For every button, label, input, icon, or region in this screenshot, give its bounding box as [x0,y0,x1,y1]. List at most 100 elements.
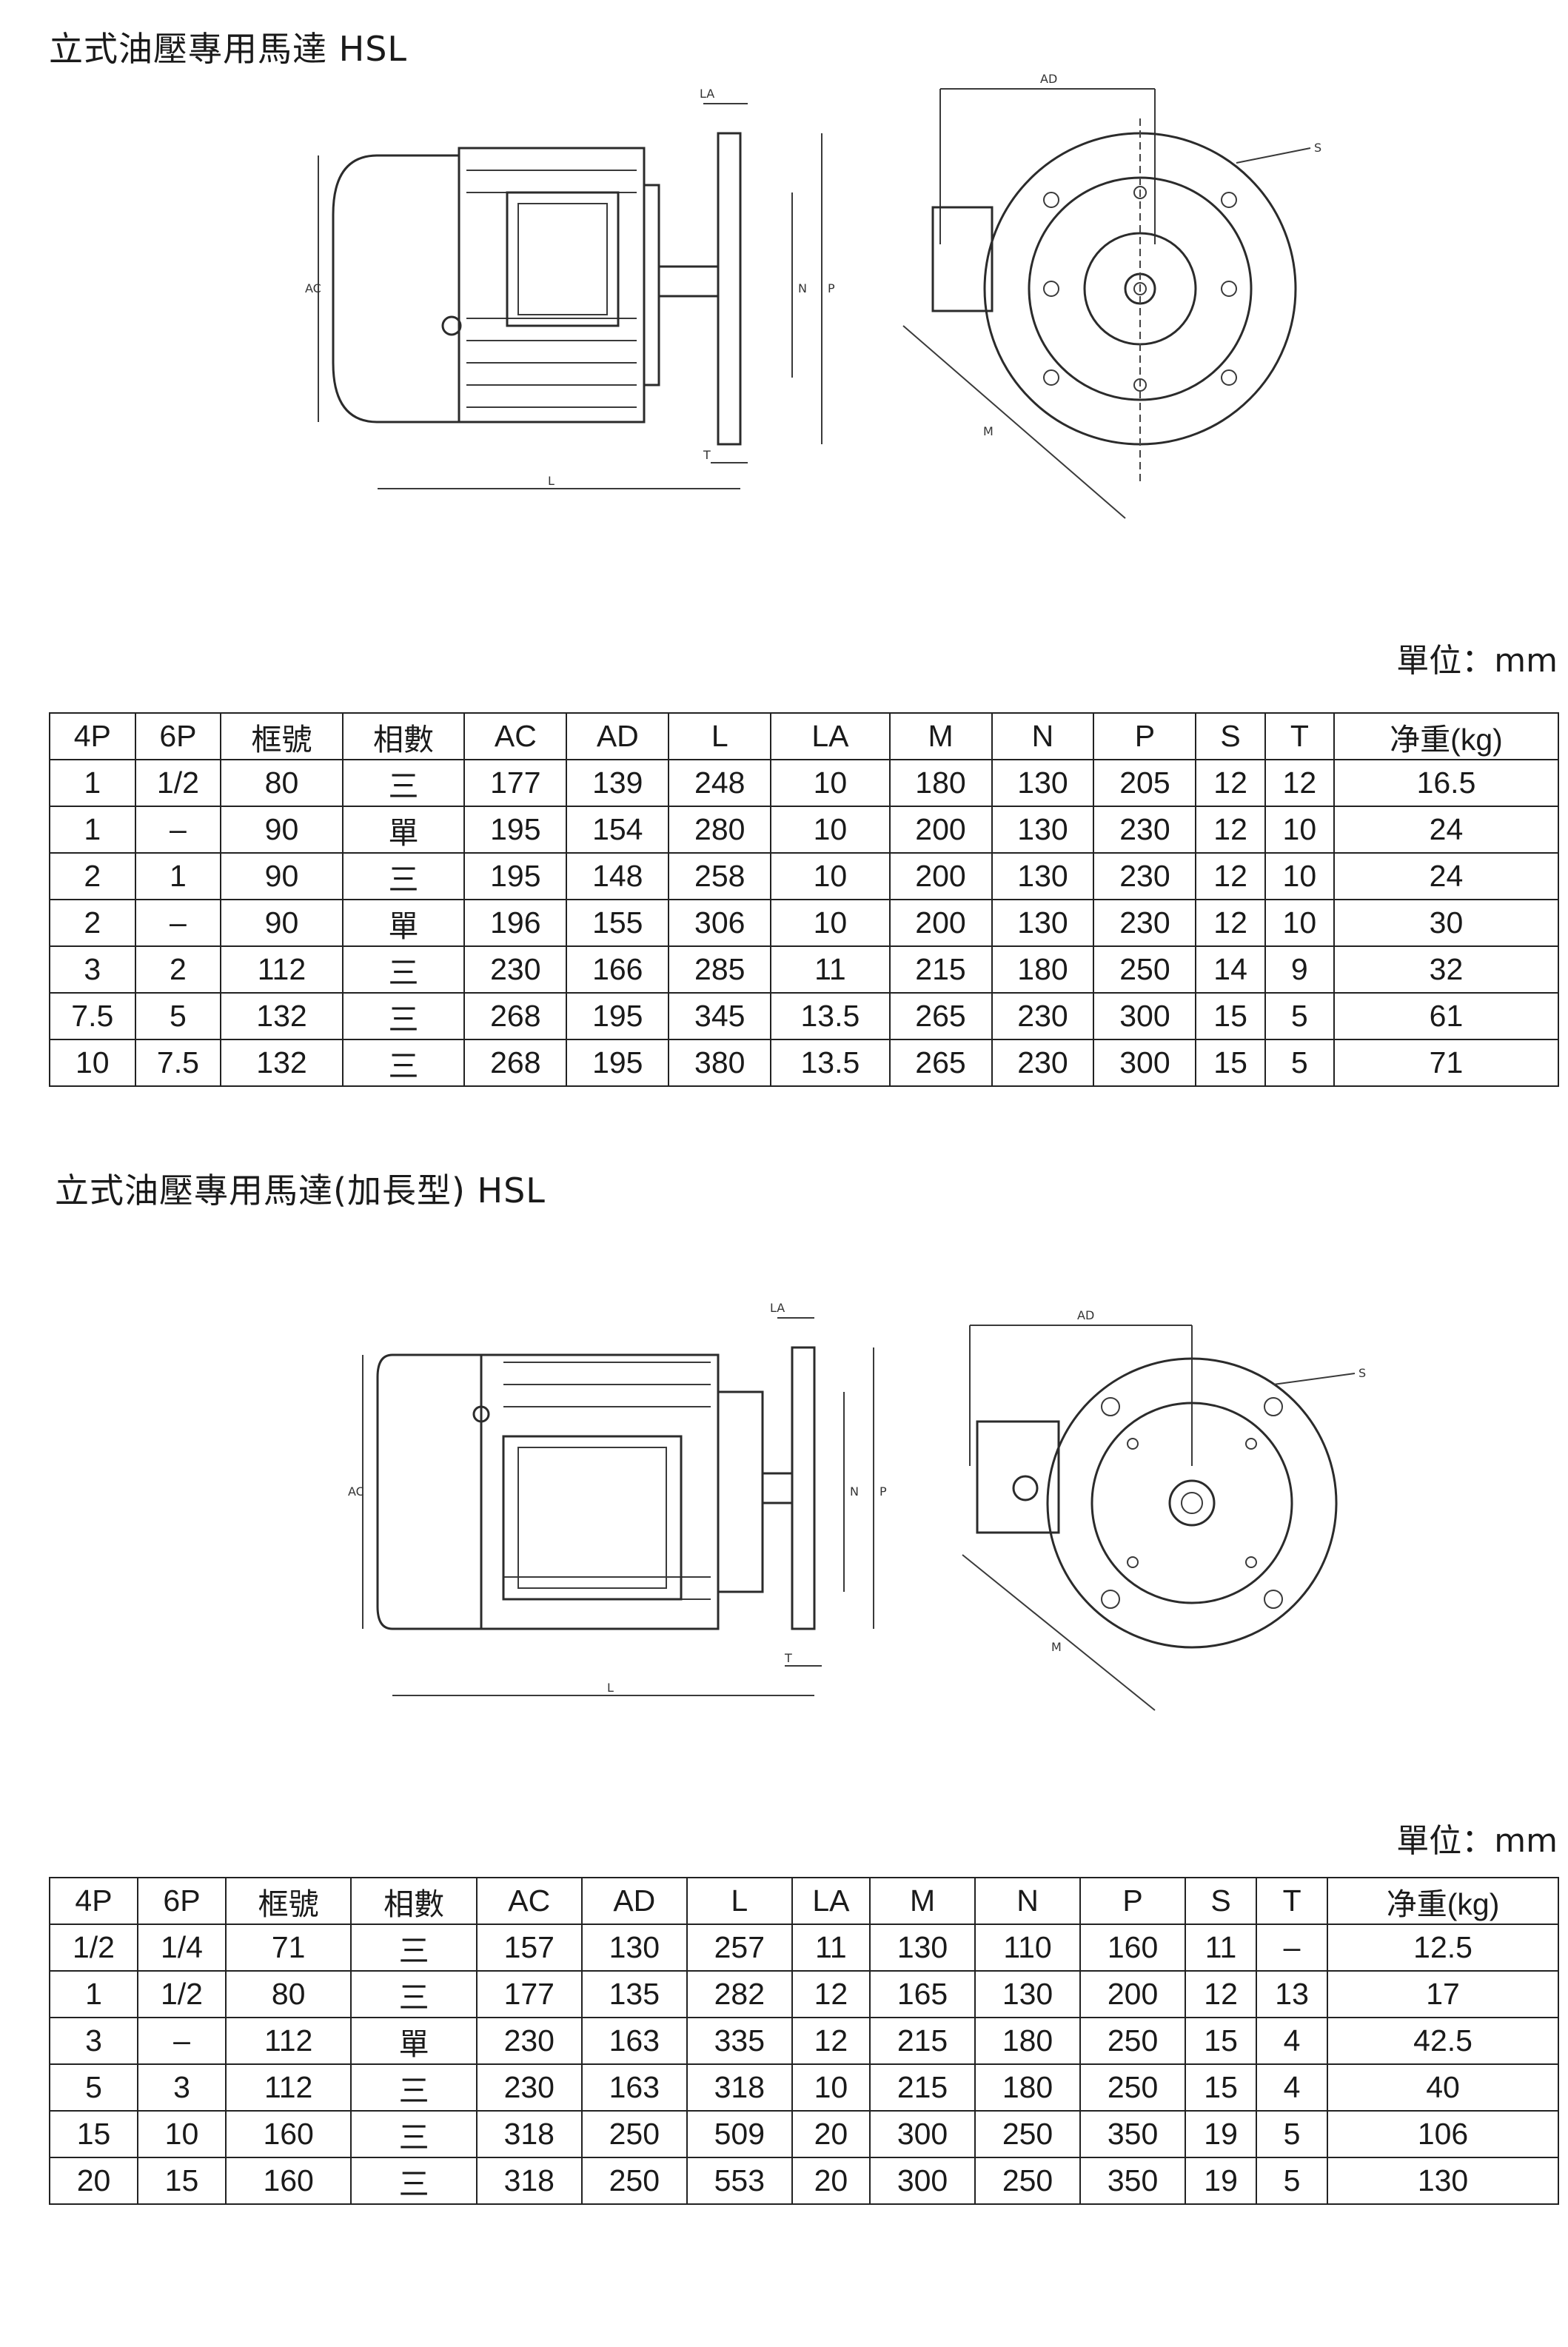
table-cell: 163 [580,2063,688,2112]
table-cell: 3 [49,2017,138,2065]
table-cell: 112 [224,2063,352,2112]
dim-label-AD: AD [1077,1308,1094,1322]
table-cell: 200 [1079,1970,1187,2018]
table-cell: 24 [1333,852,1560,900]
table-cell: 195 [566,1039,670,1087]
table-cell: 282 [686,1970,793,2018]
table-cell: 90 [220,899,344,947]
table-cell: 單 [341,899,466,947]
table-cell: 230 [991,992,1095,1040]
column-header: AC [475,1877,583,1925]
table-cell: 130 [991,806,1095,854]
table-cell: 15 [1185,2017,1258,2065]
table-cell: 12 [1185,1970,1258,2018]
table-cell: 12 [1195,759,1266,807]
table-cell: 2 [49,852,136,900]
table-cell: 三 [341,992,466,1040]
column-header: N [991,712,1095,760]
long-motor-side-view-drawing: LA AC N P T L [348,1301,887,1696]
column-header: 6P [136,1877,227,1925]
table-cell: 154 [566,806,670,854]
table-cell: 257 [686,1924,793,1972]
dim-label-L: L [607,1681,614,1695]
table-cell: 15 [1195,1039,1266,1087]
table-cell: 230 [1093,899,1197,947]
table-cell: 7.5 [134,1039,222,1087]
table-cell: 71 [224,1924,352,1972]
section1-unit: 單位：mm [1396,642,1558,680]
motor-side-view-drawing: LA AC N P T L [305,87,835,489]
table-cell: 268 [463,992,568,1040]
table-cell: 130 [991,852,1095,900]
table-cell: 160 [1079,1924,1187,1972]
table-cell: 4 [1256,2063,1329,2112]
table-cell: 130 [974,1970,1082,2018]
column-header: N [974,1877,1082,1925]
table-cell: 135 [580,1970,688,2018]
table-cell: 24 [1333,806,1560,854]
table-cell: 1/2 [134,759,222,807]
column-header: M [869,1877,976,1925]
table-cell: 195 [463,806,568,854]
table-cell: 2 [134,945,222,994]
table-cell: 300 [1093,992,1197,1040]
table-cell: 15 [49,2110,138,2158]
table-cell: 265 [888,1039,993,1087]
table-cell: 5 [1256,2110,1329,2158]
table-cell: 200 [888,852,993,900]
dim-label-M: M [983,424,994,438]
table-cell: 三 [350,1924,478,1972]
table-cell: 380 [668,1039,772,1087]
table-cell: 248 [668,759,772,807]
column-header: LA [770,712,891,760]
table-cell: 12 [1195,899,1266,947]
table-cell: 3 [49,945,136,994]
table-cell: 215 [888,945,993,994]
table-cell: 19 [1185,2157,1258,2205]
column-header: L [686,1877,793,1925]
table-cell: 10 [770,759,891,807]
table-cell: 157 [475,1924,583,1972]
table-cell: 11 [1185,1924,1258,1972]
table-cell: 13.5 [770,992,891,1040]
table-cell: 12 [1195,806,1266,854]
column-header: M [888,712,993,760]
table-cell: 250 [974,2110,1082,2158]
table-cell: 15 [1195,992,1266,1040]
table-cell: 132 [220,992,344,1040]
table-cell: 20 [49,2157,138,2205]
table-cell: 132 [220,1039,344,1087]
table-cell: 42.5 [1327,2017,1559,2065]
column-header: S [1195,712,1266,760]
section2-unit: 單位：mm [1396,1822,1558,1860]
table-cell: 15 [1185,2063,1258,2112]
table-cell: 2 [49,899,136,947]
table-cell: 10 [1264,899,1335,947]
table-cell: 3 [136,2063,227,2112]
table-cell: 5 [49,2063,138,2112]
table-cell: 12.5 [1327,1924,1559,1972]
column-header: 4P [49,712,136,760]
table-cell: 三 [341,1039,466,1087]
table-cell: 30 [1333,899,1560,947]
table-cell: 250 [580,2110,688,2158]
table-cell: 196 [463,899,568,947]
table-cell: 160 [224,2110,352,2158]
table-cell: 14 [1195,945,1266,994]
table-cell: 130 [1327,2157,1559,2205]
table-cell: 306 [668,899,772,947]
table-cell: 200 [888,806,993,854]
table-cell: – [1256,1924,1329,1972]
table-cell: 180 [974,2017,1082,2065]
table-cell: 三 [341,945,466,994]
table-cell: 195 [463,852,568,900]
column-header: S [1185,1877,1258,1925]
